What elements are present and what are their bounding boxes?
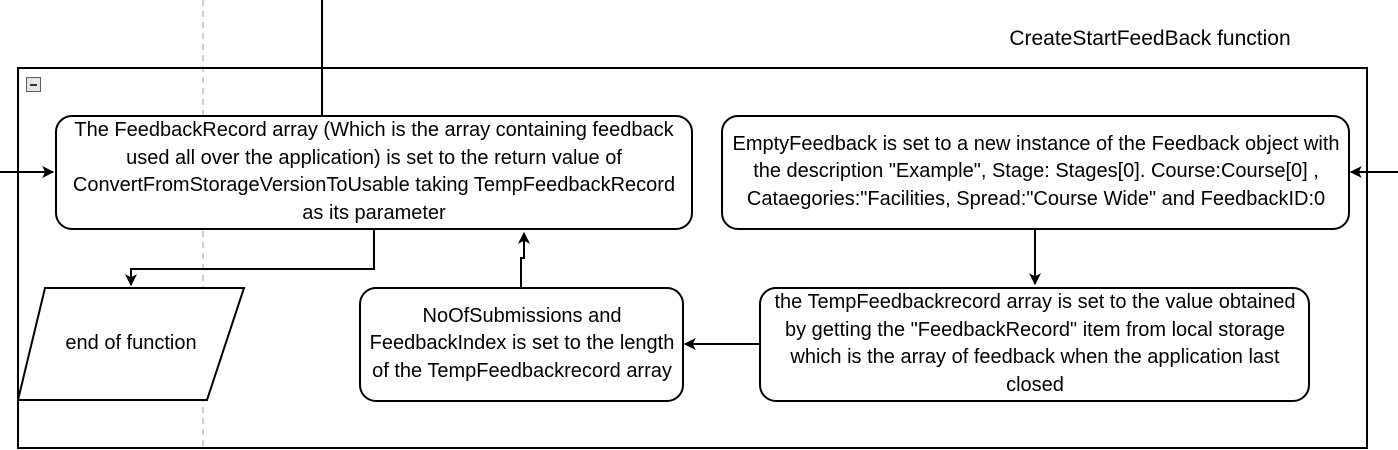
arrow-feedback-to-end	[125, 229, 375, 287]
group-title: CreateStartFeedBack function	[1009, 27, 1291, 50]
noofsubmissions-node[interactable]	[359, 287, 684, 402]
feedback-record-text: The FeedbackRecord array (Which is the a…	[72, 119, 676, 224]
feedback-record-node[interactable]	[55, 115, 693, 230]
minus-box-icon[interactable]	[26, 77, 41, 92]
function-group-container[interactable]	[17, 67, 1368, 449]
arrow-noofsubs-to-feedback	[518, 231, 530, 287]
temp-feedback-record-node[interactable]	[759, 287, 1310, 402]
temp-feedback-record-text: the TempFeedbackrecord array is set to t…	[774, 291, 1296, 396]
noofsubmissions-text: NoOfSubmissions and FeedbackIndex is set…	[369, 304, 675, 382]
end-of-function-text: end of function	[65, 332, 197, 355]
empty-feedback-text: EmptyFeedback is set to a new instance o…	[732, 132, 1340, 210]
end-of-function-node[interactable]	[16, 287, 246, 401]
empty-feedback-node[interactable]	[721, 115, 1350, 230]
